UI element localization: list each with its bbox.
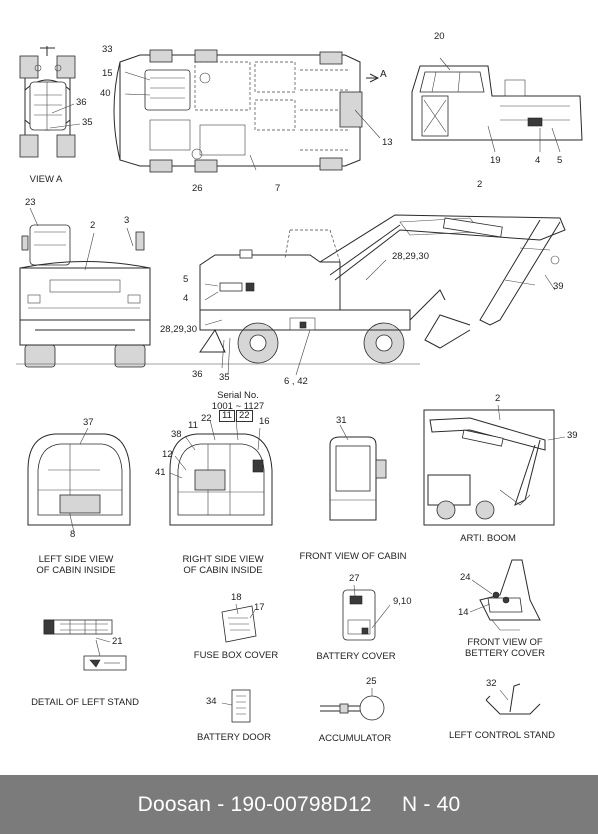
- footer-text: Doosan - 190-00798D12 N - 40: [137, 793, 461, 816]
- callout-20: 20: [434, 31, 445, 42]
- callout-2-arti-boom: 2: [495, 393, 501, 404]
- caption-left-side-line2: OF CABIN INSIDE: [36, 565, 116, 576]
- left-control-stand-drawing: [485, 683, 541, 715]
- callout-2-boom: 2: [477, 179, 483, 190]
- callout-40: 40: [100, 88, 111, 99]
- serial-label: Serial No.: [217, 390, 259, 401]
- left-stand-detail-drawing: [43, 619, 127, 671]
- view-a-drawing: [19, 46, 81, 158]
- callout-28-29-30-upper: 28,29,30: [392, 251, 429, 262]
- accumulator-drawing: [320, 688, 385, 721]
- caption-view-a: VIEW A: [29, 174, 63, 185]
- callout-13: 13: [382, 137, 393, 148]
- rear-view-drawing: [19, 207, 151, 368]
- callout-15: 15: [102, 68, 113, 79]
- callout-28-29-30-lower: 28,29,30: [160, 324, 197, 335]
- cabin-left-inside-drawing: [27, 427, 131, 533]
- footer-bar: Doosan - 190-00798D12 N - 40: [0, 775, 598, 834]
- view-arrow-label: A: [380, 69, 387, 80]
- callout-24: 24: [460, 572, 471, 583]
- fuse-box-cover-drawing: [221, 603, 257, 643]
- caption-front-cabin: FRONT VIEW OF CABIN: [299, 551, 407, 562]
- callout-18: 18: [231, 592, 242, 603]
- caption-right-side-line2: OF CABIN INSIDE: [183, 565, 263, 576]
- caption-fuse-box-cover: FUSE BOX COVER: [193, 650, 279, 661]
- callout-7: 7: [275, 183, 281, 194]
- callout-11-box: 11: [219, 410, 235, 422]
- callout-22-left: 22: [201, 413, 212, 424]
- caption-front-battery-line1: FRONT VIEW OF: [467, 637, 543, 648]
- callout-38: 38: [171, 429, 182, 440]
- callout-36-view-a: 36: [76, 97, 87, 108]
- callout-19: 19: [490, 155, 501, 166]
- caption-battery-cover: BATTERY COVER: [316, 651, 396, 662]
- excavator-side-view-drawing: [16, 214, 566, 376]
- callout-34: 34: [206, 696, 217, 707]
- caption-left-stand: DETAIL OF LEFT STAND: [31, 697, 139, 708]
- callout-21: 21: [112, 636, 123, 647]
- caption-front-battery-cover: FRONT VIEW OF BETTERY COVER: [465, 637, 545, 659]
- parts-diagram-sheet: VIEW A LEFT SIDE VIEW OF CABIN INSIDE RI…: [16, 31, 583, 744]
- callout-14: 14: [458, 607, 469, 618]
- caption-accumulator: ACCUMULATOR: [318, 733, 392, 744]
- serial-note: Serial No. 1001 ~ 1127: [212, 390, 264, 412]
- callout-27: 27: [349, 573, 360, 584]
- caption-left-side-line1: LEFT SIDE VIEW: [38, 554, 114, 565]
- callout-17: 17: [254, 602, 265, 613]
- serial-range: 1001 ~ 1127: [211, 401, 265, 412]
- callout-5-top: 5: [557, 155, 563, 166]
- caption-left-side-view: LEFT SIDE VIEW OF CABIN INSIDE: [36, 554, 115, 576]
- caption-right-side-view: RIGHT SIDE VIEW OF CABIN INSIDE: [182, 554, 263, 576]
- callout-33: 33: [102, 44, 113, 55]
- callout-4-top: 4: [535, 155, 541, 166]
- callout-35-view-a: 35: [82, 117, 93, 128]
- callout-22-box: 22: [236, 410, 253, 422]
- callout-41: 41: [155, 467, 166, 478]
- callout-9-10: 9,10: [393, 596, 412, 607]
- callout-39-side: 39: [553, 281, 564, 292]
- caption-left-control-stand: LEFT CONTROL STAND: [449, 730, 555, 741]
- diagram-drawings: [16, 46, 583, 723]
- callout-8: 8: [70, 529, 76, 540]
- caption-arti-boom: ARTI. BOOM: [460, 533, 516, 544]
- caption-right-side-line1: RIGHT SIDE VIEW: [182, 554, 264, 565]
- callout-36-side: 36: [192, 369, 203, 380]
- callout-26: 26: [192, 183, 203, 194]
- caption-front-battery-line2: BETTERY COVER: [465, 648, 545, 659]
- top-view-drawing: [113, 49, 381, 173]
- callout-4-side: 4: [183, 293, 189, 304]
- callout-5-side: 5: [183, 274, 189, 285]
- callout-6-42: 6 , 42: [284, 376, 308, 387]
- caption-battery-door: BATTERY DOOR: [197, 732, 271, 743]
- callout-25: 25: [366, 676, 377, 687]
- side-view-small-drawing: [411, 57, 583, 153]
- callout-37: 37: [83, 417, 94, 428]
- callout-3: 3: [124, 215, 130, 226]
- cabin-right-inside-drawing: [169, 419, 273, 526]
- callout-23: 23: [25, 197, 36, 208]
- battery-door-drawing: [221, 689, 251, 723]
- callout-39-arti-boom: 39: [567, 430, 578, 441]
- callout-12: 12: [162, 449, 173, 460]
- callout-31: 31: [336, 415, 347, 426]
- callout-11-left: 11: [188, 420, 198, 431]
- battery-cover-drawing: [342, 584, 391, 641]
- callout-16: 16: [259, 416, 270, 427]
- callout-35-side: 35: [219, 372, 230, 383]
- callout-2-rear: 2: [90, 220, 96, 231]
- arti-boom-drawing: [423, 404, 566, 526]
- callout-32: 32: [486, 678, 497, 689]
- battery-cover-front-drawing: [469, 559, 541, 631]
- cabin-front-view-drawing: [329, 424, 387, 521]
